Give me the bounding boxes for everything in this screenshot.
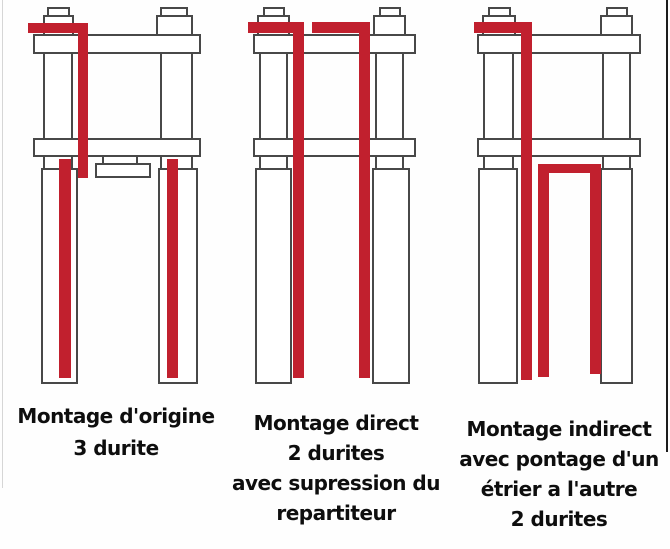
bridge-hose-right	[590, 164, 601, 374]
caption-line: avec supression du	[232, 471, 440, 495]
fork-leg-right	[158, 168, 198, 384]
right-hose-horizontal	[312, 22, 370, 33]
caliper-hose-left	[59, 159, 71, 378]
fork-cap-right	[600, 15, 633, 36]
caliper-hose-right	[167, 159, 178, 378]
fork-leg-left	[255, 168, 292, 384]
bridge-hose-left	[538, 164, 549, 377]
caption-line: Montage direct	[253, 411, 419, 435]
caption-line: 3 durite	[73, 436, 159, 460]
caption-line: repartiteur	[276, 501, 396, 525]
bottom-triple-clamp	[477, 138, 641, 157]
caption-montage-origine: Montage d'origine 3 durite	[6, 400, 226, 464]
master-hose-vertical	[521, 22, 532, 380]
brake-splitter	[95, 163, 151, 178]
caption-line: avec pontage d'un	[459, 447, 659, 471]
left-hose-horizontal	[248, 22, 304, 33]
caption-line: étrier a l'autre	[480, 477, 638, 501]
caption-montage-direct: Montage direct 2 durites avec supression…	[226, 408, 446, 528]
left-hose-vertical	[293, 22, 304, 378]
caption-montage-indirect: Montage indirect avec pontage d'un étrie…	[446, 414, 670, 534]
top-triple-clamp	[33, 34, 201, 54]
master-hose-horizontal	[474, 22, 532, 33]
top-triple-clamp	[477, 34, 641, 54]
master-hose-vertical	[78, 23, 88, 178]
master-hose-horizontal	[28, 23, 88, 33]
scan-edge-left	[2, 0, 3, 488]
bridge-hose-top	[538, 164, 601, 173]
caption-line: Montage indirect	[466, 417, 652, 441]
caption-line: Montage d'origine	[17, 404, 215, 428]
scan-edge-right	[666, 0, 668, 452]
fork-leg-left	[478, 168, 518, 384]
caption-line: 2 durites	[287, 441, 385, 465]
fork-leg-right	[372, 168, 410, 384]
caption-line: 2 durites	[510, 507, 608, 531]
right-hose-vertical	[359, 22, 370, 378]
fork-leg-right	[600, 168, 633, 384]
